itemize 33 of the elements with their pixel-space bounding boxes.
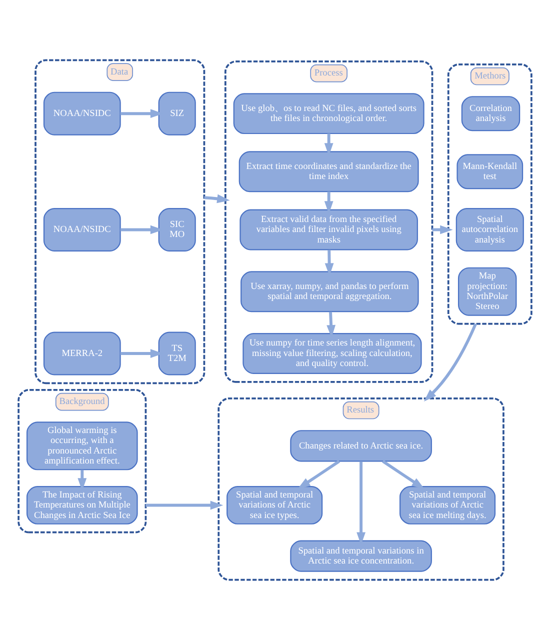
node-box: Changes related to Arctic sea ice. xyxy=(290,430,432,462)
arrow xyxy=(326,311,336,338)
arrow xyxy=(298,460,340,489)
arrow xyxy=(324,191,334,214)
node-box: Mann-Kendall test xyxy=(456,154,524,189)
node-box: SIC MO xyxy=(158,207,196,251)
node-box: Use glob、os to read NC files, and sorted sorts the files in chronological order. xyxy=(233,92,424,134)
node-box: Global warming is occurring, with a pronounced Arctic amplification effect. xyxy=(26,421,138,470)
node-box: Map projection: NorthPolar Stereo xyxy=(458,266,517,316)
arrow xyxy=(78,469,87,490)
node-box: Use numpy for time series length alignment, missing value filtering, scaling calculation, and quality control. xyxy=(242,332,422,374)
node-box: Correlation analysis xyxy=(461,96,520,131)
arrow xyxy=(356,460,366,544)
node-box: MERRA-2 xyxy=(43,331,121,375)
node-box: TS T2M xyxy=(158,331,196,375)
node-box: Use xarray, numpy, and pandas to perform spatial and temporal aggregation. xyxy=(240,270,419,312)
node-box: Spatial autocorrelation analysis xyxy=(456,207,524,251)
node-box: Spatial and temporal variations of Arctic sea ice types. xyxy=(226,486,323,524)
node-box: SIZ xyxy=(158,91,196,135)
arrow xyxy=(424,322,478,402)
node-box: NOAA/NSIDC xyxy=(43,91,121,135)
arrow xyxy=(146,500,224,510)
node-box: The Impact of Rising Temperatures on Multiple Changes in Arctic Sea Ice xyxy=(26,486,138,524)
arrow xyxy=(204,194,230,203)
arrow xyxy=(324,133,334,156)
node-box: Extract time coordinates and standardize the time index xyxy=(238,150,419,192)
node-box: Spatial and temporal variations of Arctic sea ice melting days. xyxy=(400,486,496,524)
node-box: Spatial and temporal variations in Arctic sea ice concentration. xyxy=(290,540,432,572)
arrow xyxy=(324,249,334,276)
node-box: Extract valid data from the specified variables and filter invalid pixels using masks xyxy=(240,208,418,250)
arrow xyxy=(432,224,453,234)
arrow xyxy=(382,460,424,489)
node-box: NOAA/NSIDC xyxy=(43,207,121,251)
